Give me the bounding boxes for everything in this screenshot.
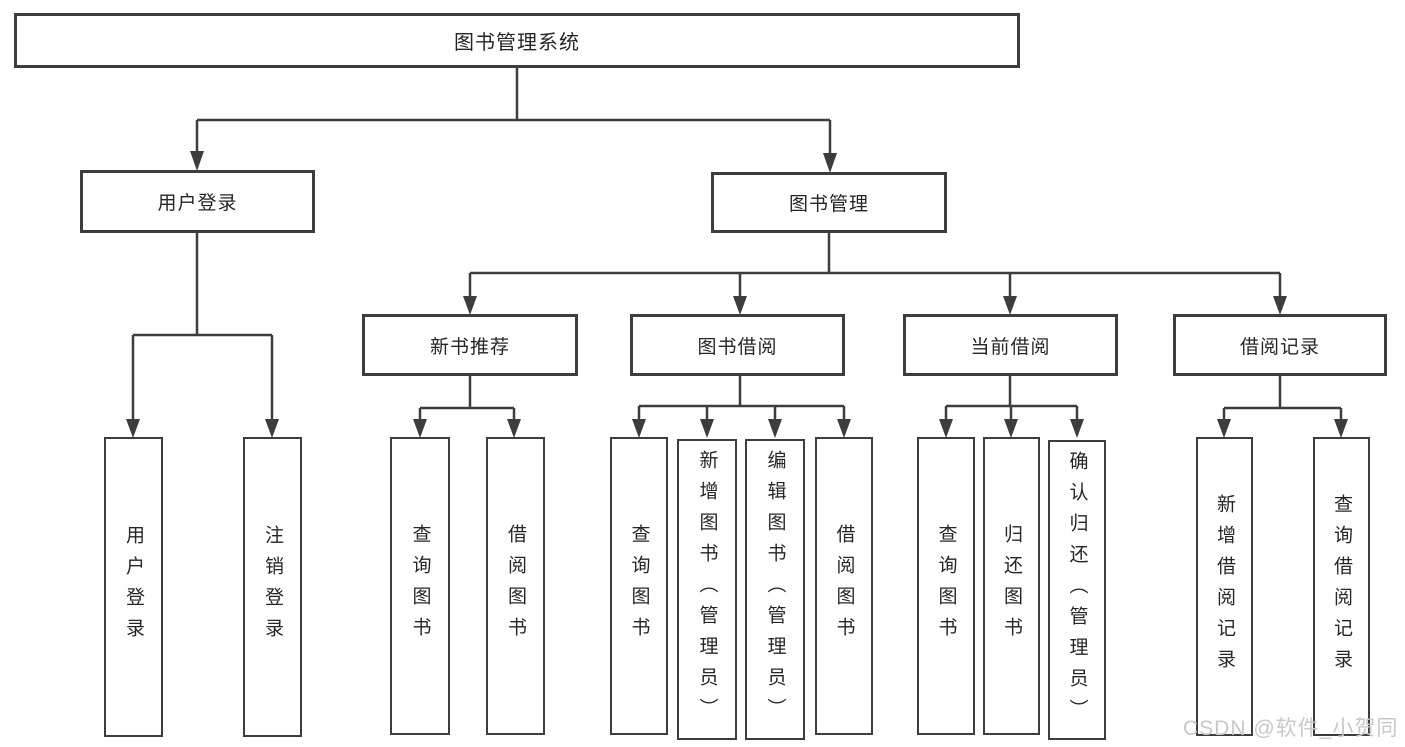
node-book-borrowing: 图书借阅: [630, 314, 845, 376]
leaf-add-book-admin: 新增图书（管理员）: [677, 439, 737, 740]
leaf-query-borrow-record: 查询借阅记录: [1313, 437, 1370, 736]
node-library-management-system: 图书管理系统: [14, 13, 1020, 68]
leaf-user-login: 用户登录: [104, 437, 163, 737]
leaf-borrow-books-recommend: 借阅图书: [486, 437, 545, 735]
csdn-watermark: CSDN @软件_小贺同学: [1183, 717, 1399, 740]
node-borrowing-records: 借阅记录: [1173, 314, 1387, 376]
leaf-logout: 注销登录: [243, 437, 302, 737]
leaf-edit-book-admin: 编辑图书（管理员）: [745, 439, 805, 740]
node-user-login: 用户登录: [80, 170, 315, 233]
leaf-add-borrow-record: 新增借阅记录: [1196, 437, 1253, 736]
leaf-confirm-return-admin: 确认归还（管理员）: [1048, 440, 1106, 740]
node-current-borrowing: 当前借阅: [903, 314, 1118, 376]
leaf-query-books-borrow: 查询图书: [610, 437, 668, 735]
leaf-borrow-books: 借阅图书: [815, 437, 873, 735]
leaf-return-books: 归还图书: [983, 437, 1040, 735]
arrowheads: [126, 151, 1348, 438]
leaf-query-books-current: 查询图书: [917, 437, 975, 735]
leaf-query-books-recommend: 查询图书: [390, 437, 450, 735]
node-book-management: 图书管理: [711, 172, 947, 233]
node-new-book-recommendation: 新书推荐: [362, 314, 578, 376]
